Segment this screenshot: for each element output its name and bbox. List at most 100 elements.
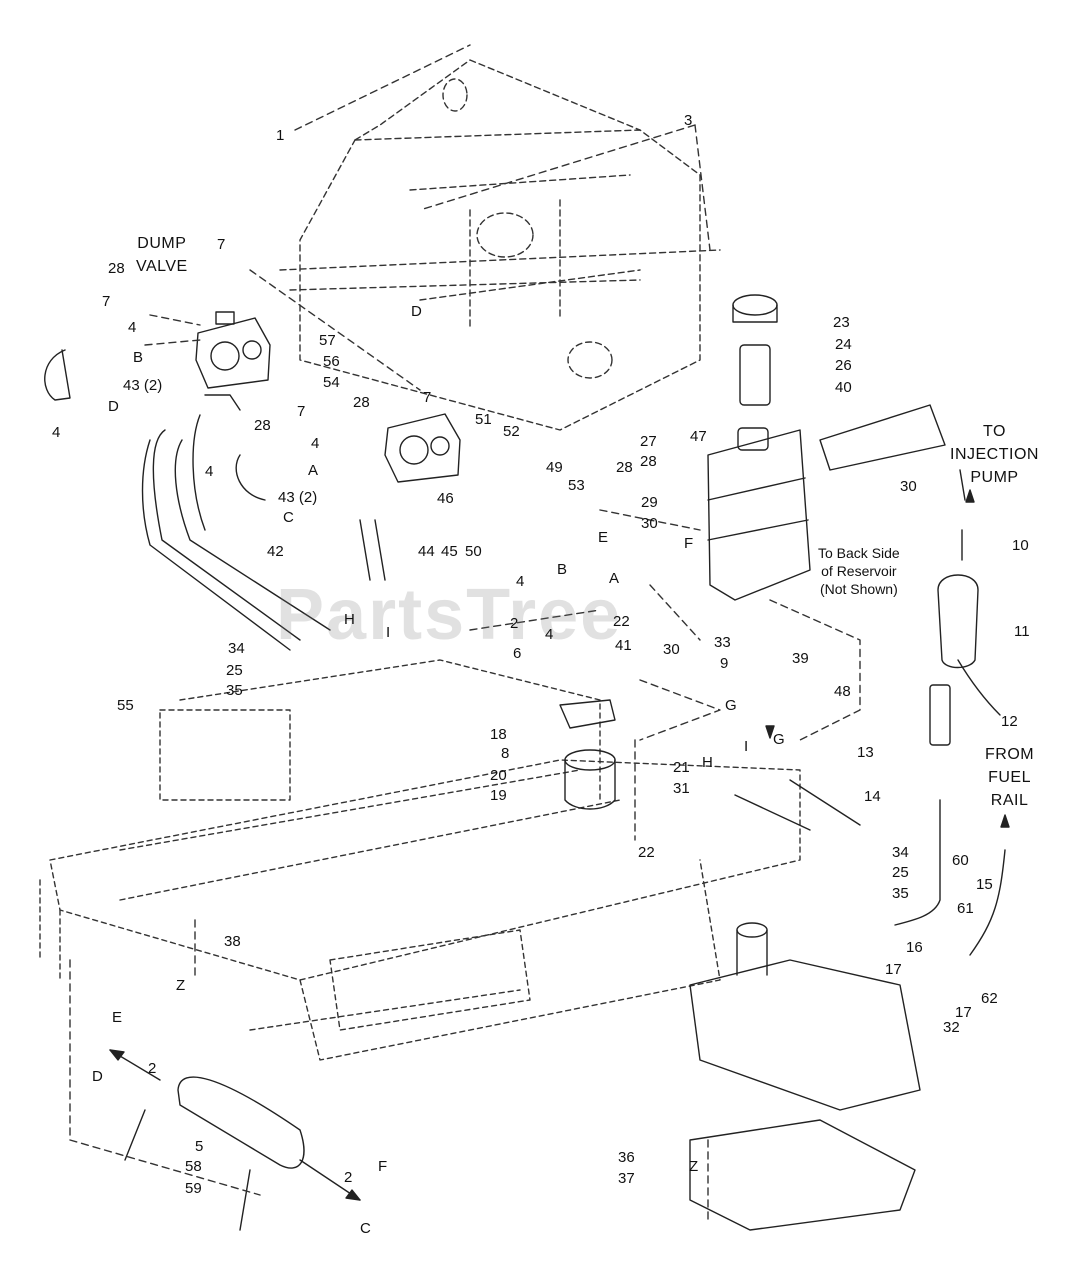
part-callout: H [702,754,713,771]
part-callout: 30 [663,641,680,658]
part-callout: 56 [323,353,340,370]
part-callout: 4 [311,435,320,452]
part-callout: C [283,509,294,526]
dump-valve-heading-line1: DUMP [137,235,187,252]
part-callout: 12 [1001,713,1018,730]
part-callout: 9 [720,655,729,672]
part-callout: 4 [52,424,61,441]
part-callout: 41 [615,637,632,654]
part-callout: I [744,738,749,755]
injection-pump-heading-line3: PUMP [970,469,1019,487]
part-callout: 33 [714,634,731,651]
part-callout: 28 [640,453,657,470]
fuel-rail-heading-line1: FROM [985,746,1035,763]
part-callout: 28 [254,417,271,434]
part-callout: 14 [864,788,881,805]
reservoir-note: To Back Side of Reservoir (Not Shown) [818,544,900,599]
part-callout: 23 [833,314,850,331]
part-callout: 7 [423,389,432,406]
part-callout: 7 [102,293,111,310]
injection-pump-heading: TO INJECTION PUMP [950,420,1039,490]
part-callout: 61 [957,900,974,917]
part-callout: 34 [228,640,245,657]
part-callout: 35 [892,885,909,902]
part-callout: 28 [108,260,125,277]
part-callout: E [598,529,609,546]
part-callout: 7 [297,403,306,420]
reservoir-bracket [819,404,946,471]
part-callout: 45 [441,543,458,560]
part-callout: 62 [981,990,998,1007]
hydraulic-line-H-I [734,779,861,831]
part-callout: F [684,535,694,552]
part-callout: 48 [834,683,851,700]
part-callout: 52 [503,423,520,440]
part-callout: 55 [117,697,134,714]
partstree-watermark: PartsTree [276,575,623,655]
fuel-line-15 [894,799,941,926]
part-callout: H [344,611,355,628]
part-callout: D [411,303,422,320]
fuel-rail-heading-line2: FUEL [988,769,1031,787]
part-callout: 47 [690,428,707,445]
part-callout: B [133,349,144,366]
part-callout: 32 [943,1019,960,1036]
part-callout: 27 [640,433,657,450]
oil-cooler [109,1049,361,1231]
part-callout: 2 [510,615,519,632]
part-callout: 43 (2) [123,377,163,394]
part-callout: 30 [900,478,917,495]
part-callout: 53 [568,477,585,494]
part-callout: 2 [344,1169,353,1186]
part-callout: 30 [641,515,658,532]
part-callout: 17 [885,961,902,978]
part-callout: D [108,398,119,415]
part-callout: 10 [1012,537,1029,554]
part-callout: 22 [613,613,630,630]
part-callout: B [557,561,568,578]
dump-valve-heading: DUMP VALVE [136,232,188,278]
hose-42-pair [141,414,331,651]
part-callout: I [386,624,391,641]
part-callout: 4 [205,463,214,480]
part-callout: 42 [267,543,284,560]
part-callout: 58 [185,1158,202,1175]
injection-pump-heading-line2: INJECTION [950,446,1039,464]
hose-4-center [235,454,266,501]
part-callout: 22 [638,844,655,861]
reservoir-note-line2: of Reservoir [821,563,897,580]
leader-lines [69,44,861,1221]
fuel-line-61 [969,849,1006,956]
part-callout: E [112,1009,123,1026]
part-callout: F [378,1158,388,1175]
part-callout: D [92,1068,103,1085]
part-callout: 16 [906,939,923,956]
part-callout: 36 [618,1149,635,1166]
part-callout: 25 [226,662,243,679]
part-callout: 25 [892,864,909,881]
part-callout: A [308,462,319,479]
part-callout: 17 [955,1004,972,1021]
elbow-43 [204,394,386,581]
part-callout: Z [689,1158,699,1175]
part-callout: 40 [835,379,852,396]
part-callout: 6 [513,645,522,662]
part-callout: 3 [684,112,693,129]
part-callout: 57 [319,332,336,349]
part-callout: 28 [616,459,633,476]
part-callout: 37 [618,1170,635,1187]
fuel-rail-heading: FROM FUEL RAIL [985,743,1034,813]
part-callout: 35 [226,682,243,699]
dump-valve-heading-line2: VALVE [136,258,188,276]
part-callout: 24 [835,336,852,353]
control-valve-part [384,413,461,483]
part-callout: 8 [501,745,510,762]
part-callout: 50 [465,543,482,560]
oil-filter [559,699,616,810]
part-callout: 46 [437,490,454,507]
part-callout: 4 [516,573,525,590]
fuel-filter [929,469,1001,746]
hose-4-left [44,349,71,401]
injection-pump-heading-line1: TO [983,423,1006,440]
